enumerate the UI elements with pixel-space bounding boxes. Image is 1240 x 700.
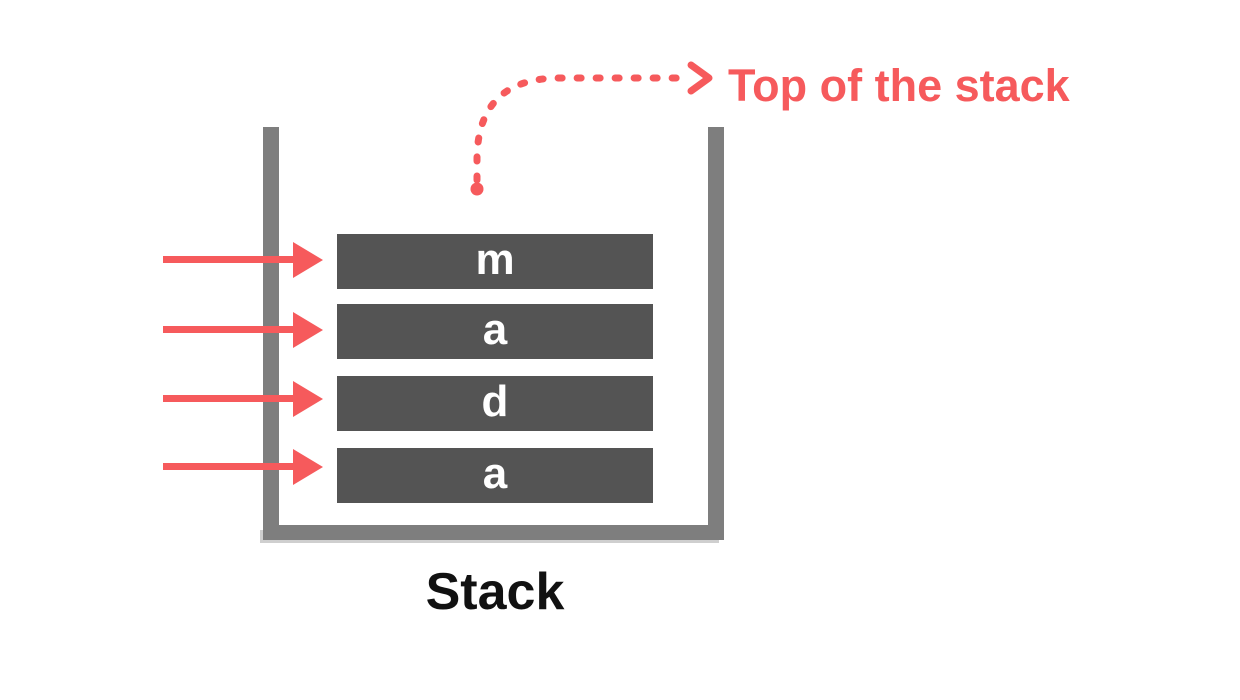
stack-item: a xyxy=(337,448,653,503)
container-right-wall xyxy=(708,127,724,540)
push-arrow-icon-4 xyxy=(163,449,323,485)
push-arrow-icon-1 xyxy=(163,242,323,278)
stack-item: a xyxy=(337,304,653,359)
container-base xyxy=(263,525,724,540)
stack-item-label: a xyxy=(482,304,508,354)
chevron-right-icon xyxy=(687,61,713,95)
arrow-shaft xyxy=(163,395,299,402)
pointer-start-dot xyxy=(470,182,484,196)
push-arrow-icon-2 xyxy=(163,312,323,348)
stack-item-label: m xyxy=(475,234,515,284)
container-left-wall xyxy=(263,127,279,540)
push-arrow-icon-3 xyxy=(163,381,323,417)
arrow-head xyxy=(293,381,323,417)
stack-caption: Stack xyxy=(425,563,565,621)
arrow-head xyxy=(293,312,323,348)
stack-item: m xyxy=(337,234,653,289)
arrow-shaft xyxy=(163,463,299,470)
stack-item-label: d xyxy=(481,376,509,426)
arrow-shaft xyxy=(163,256,299,263)
stack-item-label: a xyxy=(482,448,508,498)
arrow-head xyxy=(293,242,323,278)
stack-item: d xyxy=(337,376,653,431)
dotted-curve xyxy=(473,74,691,184)
arrow-head xyxy=(293,449,323,485)
top-of-stack-label: Top of the stack xyxy=(728,60,1070,111)
arrow-shaft xyxy=(163,326,299,333)
